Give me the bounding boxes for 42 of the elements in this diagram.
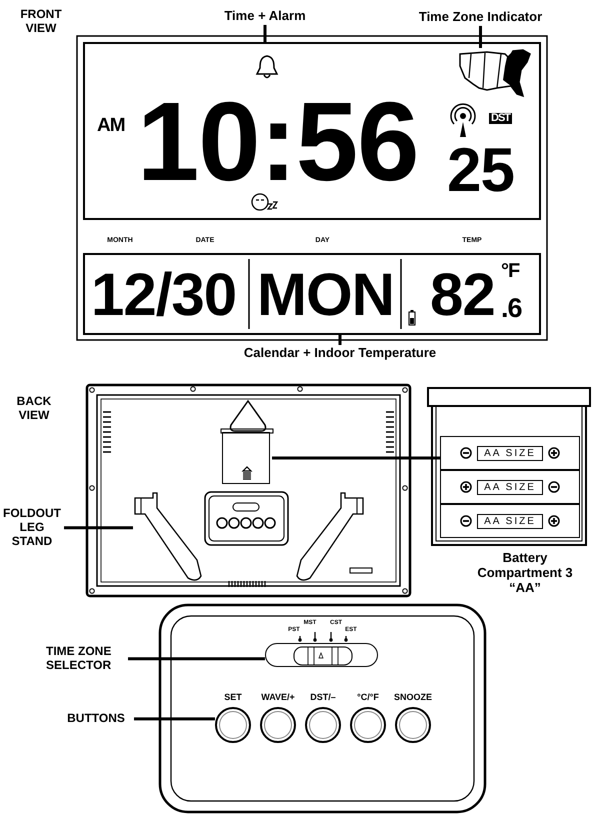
lcd-indicator: °F	[501, 261, 520, 281]
view-label: BACK VIEW	[16, 395, 52, 423]
lcd-digits: .6	[501, 295, 522, 322]
battery-label: AA SIZE	[477, 446, 543, 460]
callout-label: BUTTONS	[60, 712, 132, 726]
leader-line	[128, 657, 265, 660]
battery-label: AA SIZE	[477, 480, 543, 494]
compartment-caption: Battery Compartment 3 “AA”	[476, 551, 574, 596]
callout-label: TIME ZONE SELECTOR	[46, 645, 126, 673]
callout-label: Calendar + Indoor Temperature	[205, 346, 475, 361]
button-label: DST/–	[309, 692, 337, 702]
button-label: WAVE/+	[260, 692, 296, 702]
round-button	[215, 707, 251, 743]
lcd-digits: 12/30	[91, 265, 236, 325]
callout-label: Time Zone Indicator	[398, 10, 563, 25]
callout-label: Time + Alarm	[200, 9, 330, 24]
battery-label: AA SIZE	[477, 514, 543, 528]
battery-compartment	[440, 436, 580, 538]
lcd-indicator: DST	[489, 113, 512, 124]
leader-line	[264, 24, 266, 42]
leader-line	[272, 456, 440, 460]
round-button	[305, 707, 341, 743]
leader-line	[338, 335, 342, 345]
round-button	[350, 707, 386, 743]
leader-line	[134, 717, 215, 720]
time-display-panel	[83, 42, 541, 220]
us-map-icon	[457, 48, 533, 100]
calendar-display-panel	[83, 253, 541, 335]
button-label: SET	[223, 692, 243, 702]
leader-line	[479, 26, 482, 48]
lcd-digits: 25	[447, 140, 514, 202]
button-label: SNOOZE	[392, 692, 433, 702]
lcd-indicator: AM	[97, 116, 125, 135]
lcd-digits: 10:56	[137, 86, 418, 198]
leader-line	[64, 526, 133, 530]
round-button	[260, 707, 296, 743]
slide-switch	[265, 643, 378, 667]
round-button	[395, 707, 431, 743]
view-label: FRONT VIEW	[19, 8, 63, 36]
lcd-digits: 82	[430, 265, 495, 325]
callout-label: FOLDOUT LEG STAND	[2, 507, 62, 548]
lcd-digits: MON	[257, 265, 394, 325]
